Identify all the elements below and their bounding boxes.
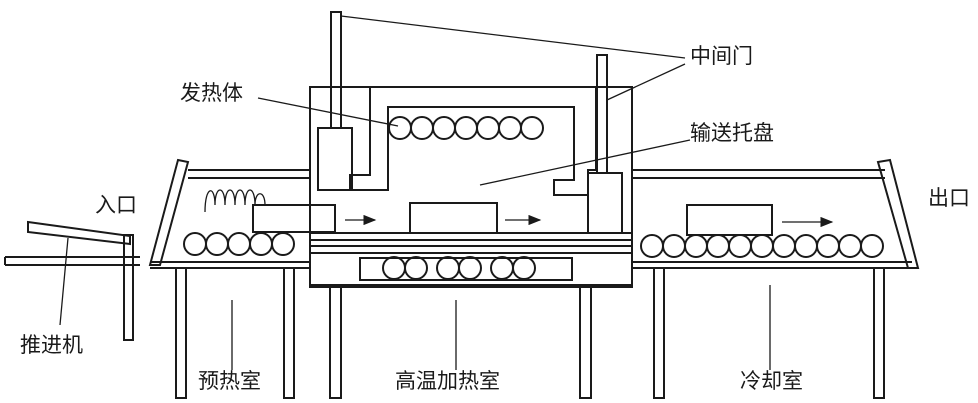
cooling-chamber-label: 冷却室 — [740, 369, 803, 393]
pusher-machine — [4, 220, 140, 341]
middle-door-label: 中间门 — [690, 44, 753, 68]
heating-element-rollers — [388, 116, 544, 140]
high-temp-chamber — [309, 86, 633, 399]
high-temp-chamber-label: 高温加热室 — [395, 369, 500, 393]
preheat-chamber — [148, 158, 336, 399]
leader-lines — [59, 15, 771, 370]
conveyor-tray-label: 输送托盘 — [690, 121, 774, 145]
preheat-rollers — [183, 232, 295, 256]
entrance-label: 入口 — [95, 193, 137, 217]
preheat-chamber-label: 预热室 — [198, 369, 261, 393]
pusher-label: 推进机 — [20, 333, 83, 357]
heating-element-label: 发热体 — [180, 81, 243, 105]
cooling-chamber — [632, 158, 920, 399]
cooling-rollers — [640, 234, 884, 258]
exit-label: 出口 — [928, 186, 970, 210]
middle-doors — [330, 11, 608, 174]
bottom-rollers — [382, 256, 536, 280]
